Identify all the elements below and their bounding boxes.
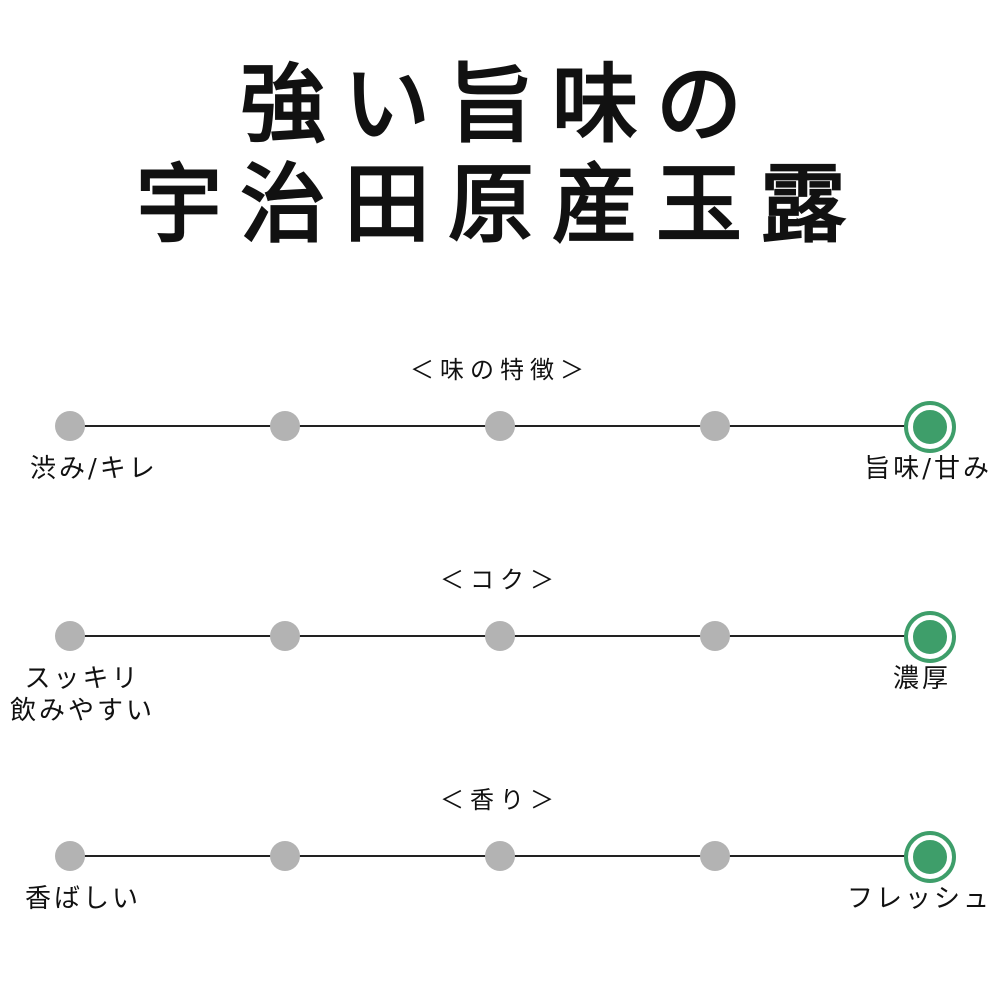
scale-heading: ＜コク＞ (440, 566, 560, 594)
body-scale: ＜コク＞ スッキリ 飲みやすい 濃厚 (0, 555, 1000, 735)
scale-dot-3 (485, 621, 515, 651)
scale-left-label: 香ばしい (25, 884, 142, 914)
scale-dot-2 (270, 411, 300, 441)
scale-dot-1 (55, 841, 85, 871)
scale-dot-3 (485, 411, 515, 441)
scale-right-label: フレッシュ (846, 884, 992, 914)
scale-dot-2 (270, 841, 300, 871)
title-line-1: 強い旨味の (240, 54, 760, 155)
scale-heading: ＜味の特徴＞ (410, 356, 590, 384)
scale-dot-5-selected (908, 835, 952, 879)
scale-dot-4 (700, 841, 730, 871)
scale-dot-4 (700, 621, 730, 651)
scale-dot-2 (270, 621, 300, 651)
scale-dot-1 (55, 621, 85, 651)
scale-dot-5-selected (908, 615, 952, 659)
aroma-scale: ＜香り＞ 香ばしい フレッシュ (0, 775, 1000, 955)
scale-right-label: 旨味/甘み (864, 454, 992, 484)
scale-dot-4 (700, 411, 730, 441)
scale-left-label: 渋み/キレ (30, 454, 158, 484)
scale-dot-5-selected (908, 405, 952, 449)
scale-dot-3 (485, 841, 515, 871)
taste-characteristic-scale: ＜味の特徴＞ 渋み/キレ 旨味/甘み (0, 345, 1000, 525)
scale-left-label: スッキリ 飲みやすい (10, 663, 155, 727)
scale-heading: ＜香り＞ (440, 786, 560, 814)
scale-right-label: 濃厚 (893, 664, 952, 694)
title-line-2: 宇治田原産玉露 (136, 154, 864, 255)
scale-left-label-line-1: スッキリ (24, 664, 141, 694)
scale-left-label-line-2: 飲みやすい (10, 696, 156, 726)
scale-dot-1 (55, 411, 85, 441)
